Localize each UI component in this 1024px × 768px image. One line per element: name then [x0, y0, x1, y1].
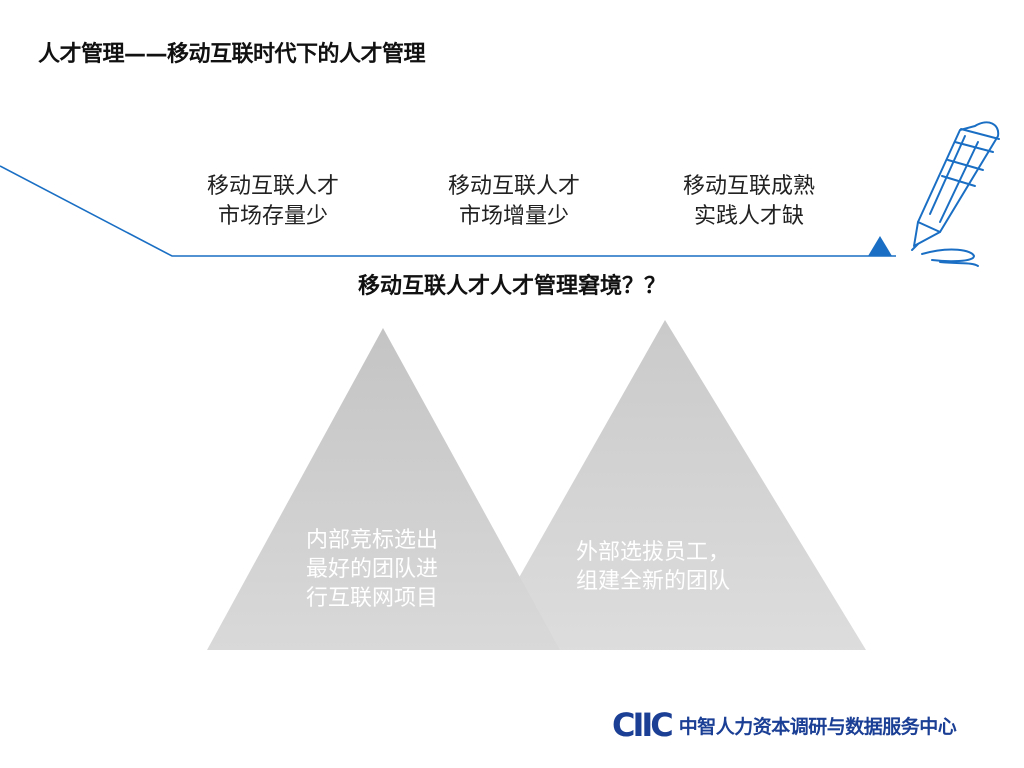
option-internal-text: 内部竞标选出 最好的团队进 行互联网项目 [306, 526, 438, 613]
challenge-growth-line1: 移动互联人才 [447, 174, 580, 199]
challenge-practice: 移动互联成熟 实践人才缺 [649, 172, 849, 232]
option-internal-line1: 内部竞标选出 [306, 528, 439, 553]
challenge-practice-line1: 移动互联成熟 [682, 174, 815, 199]
triangle-internal [207, 328, 560, 650]
dilemma-heading: 移动互联人才人才管理窘境？？ [357, 274, 666, 299]
challenge-stock-line2: 市场存量少 [217, 204, 328, 229]
option-internal-line3: 行互联网项目 [306, 586, 439, 611]
challenge-practice-line2: 实践人才缺 [693, 204, 804, 229]
ciic-logo: CIIC 中智人力资本调研与数据服务中心 [612, 705, 957, 745]
timeline-line [0, 165, 896, 257]
challenge-stock-line1: 移动互联人才 [206, 174, 339, 199]
option-external-text: 外部选拔员工， 组建全新的团队 [576, 538, 730, 596]
challenge-growth-line2: 市场增量少 [458, 204, 569, 229]
triangle-marker-icon [868, 236, 892, 256]
slide-title: 人才管理——移动互联时代下的人才管理 [38, 42, 426, 67]
pen-sketch-icon [911, 121, 1000, 267]
challenge-stock: 移动互联人才 市场存量少 [173, 172, 373, 232]
ciic-logo-mark: CIIC [612, 706, 674, 744]
challenge-growth: 移动互联人才 市场增量少 [414, 172, 614, 232]
option-internal-line2: 最好的团队进 [306, 557, 439, 582]
option-external-line1: 外部选拔员工， [576, 540, 731, 565]
triangle-external [478, 320, 866, 650]
ciic-org-name: 中智人力资本调研与数据服务中心 [678, 715, 957, 738]
option-external-line2: 组建全新的团队 [576, 569, 731, 594]
